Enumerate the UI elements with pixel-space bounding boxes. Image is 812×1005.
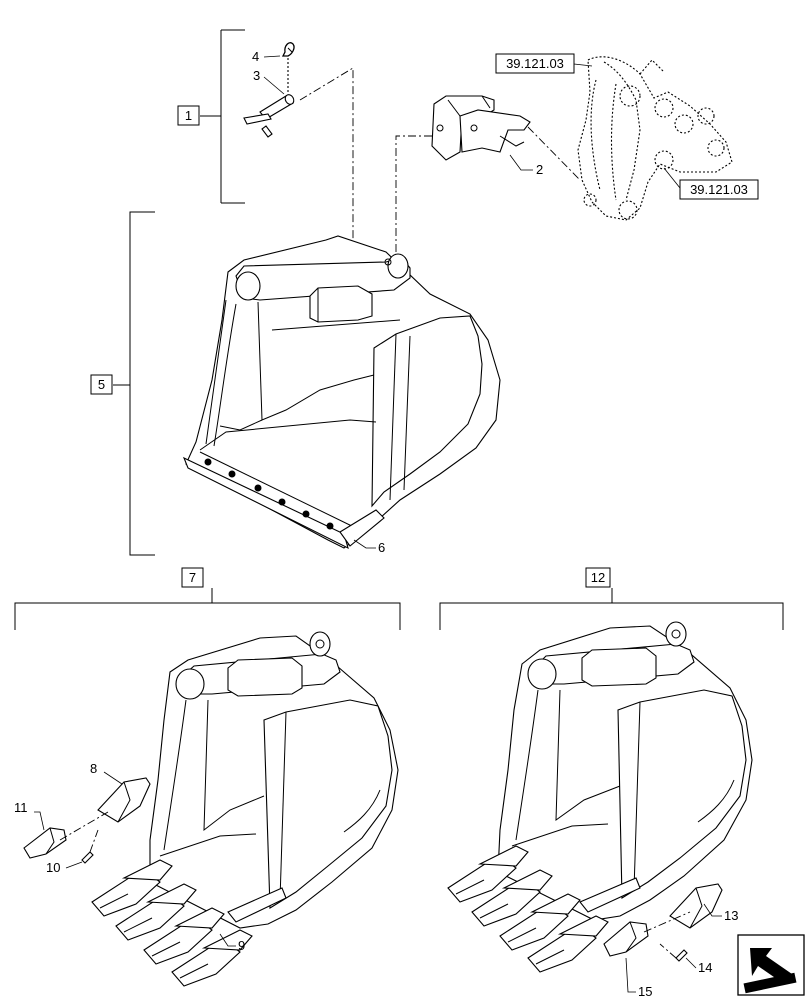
callout-2: 2	[536, 162, 543, 177]
next-page-arrow-icon[interactable]	[737, 934, 805, 996]
tooth-tip-part[interactable]	[23, 827, 67, 859]
callout-7: 7	[189, 570, 196, 585]
arm-linkage-reference[interactable]	[577, 56, 733, 221]
tooth-pin-part[interactable]	[81, 851, 94, 864]
callout-9: 9	[238, 938, 245, 953]
toothed-bucket-left[interactable]	[149, 631, 399, 929]
callout-5: 5	[98, 377, 105, 392]
callout-6: 6	[378, 540, 385, 555]
tooth-tip-part-right[interactable]	[603, 921, 649, 957]
callout-4: 4	[252, 49, 259, 64]
callout-1: 1	[185, 108, 192, 123]
reference-top: 39.121.03	[506, 56, 564, 71]
teeth-set-right[interactable]	[447, 845, 609, 973]
bucket-part[interactable]	[182, 235, 501, 550]
callout-10: 10	[46, 860, 60, 875]
callout-8: 8	[90, 761, 97, 776]
tooth-adapter-part-right[interactable]	[669, 883, 723, 929]
callout-12: 12	[591, 570, 605, 585]
callout-3: 3	[253, 68, 260, 83]
tooth-adapter-part[interactable]	[97, 777, 151, 823]
retaining-clip-part[interactable]	[281, 42, 295, 57]
reference-box-bottom[interactable]	[679, 179, 759, 200]
callout-box-5[interactable]	[90, 374, 113, 395]
callout-15: 15	[638, 984, 652, 999]
pin-part[interactable]	[243, 93, 295, 138]
callout-13: 13	[724, 908, 738, 923]
reference-bottom: 39.121.03	[690, 182, 748, 197]
tooth-pin-part-right[interactable]	[675, 949, 688, 962]
callout-box-12[interactable]	[585, 567, 611, 588]
callout-14: 14	[698, 960, 712, 975]
teeth-set-left[interactable]	[91, 859, 253, 987]
callout-box-1[interactable]	[177, 105, 200, 126]
reference-box-top[interactable]	[495, 53, 575, 74]
mounting-bracket-part[interactable]	[431, 95, 531, 161]
callout-box-7[interactable]	[181, 567, 204, 588]
toothed-bucket-right[interactable]	[497, 621, 753, 921]
callout-11: 11	[14, 800, 28, 815]
